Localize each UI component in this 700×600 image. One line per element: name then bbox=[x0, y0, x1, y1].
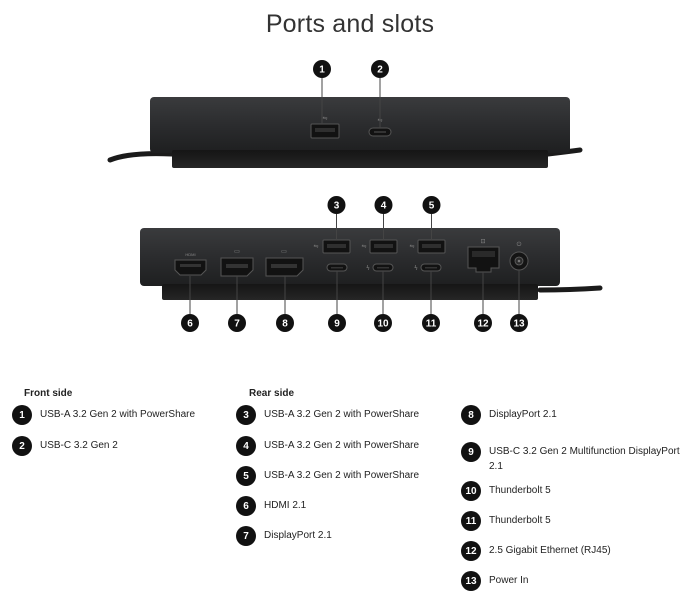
dock-illustration: ⇋ ⇋ 1 2 HDMI ▭ bbox=[107, 60, 603, 332]
legend-number-badge: 7 bbox=[236, 526, 256, 546]
legend-item: 11 Thunderbolt 5 bbox=[461, 511, 689, 531]
legend-label: USB-A 3.2 Gen 2 with PowerShare bbox=[264, 470, 420, 481]
front-dock-base bbox=[172, 150, 548, 168]
callout-badge: 13 bbox=[510, 314, 528, 332]
front-usb-a-port: ⇋ bbox=[310, 115, 340, 139]
legend-number-badge: 9 bbox=[461, 442, 481, 462]
ss-mark: ⇋ bbox=[313, 243, 318, 250]
rear-side-heading: Rear side bbox=[249, 388, 295, 399]
displayport-port: ▭ bbox=[220, 249, 254, 277]
legend-number-badge: 1 bbox=[12, 405, 32, 425]
legend-label: USB-C 3.2 Gen 2 bbox=[40, 440, 118, 451]
rear-usb-c-port bbox=[326, 263, 348, 272]
svg-text:12: 12 bbox=[477, 319, 489, 330]
power-port: ⏻ bbox=[509, 241, 529, 271]
hdmi-mark: HDMI bbox=[185, 252, 195, 257]
front-dock-body bbox=[150, 97, 570, 153]
legend-number-badge: 8 bbox=[461, 405, 481, 425]
svg-text:13: 13 bbox=[513, 319, 525, 330]
front-cable bbox=[107, 151, 175, 163]
legend-number-badge: 2 bbox=[12, 436, 32, 456]
callout-badge: 12 bbox=[474, 314, 492, 332]
svg-text:8: 8 bbox=[282, 319, 288, 330]
rear-view: HDMI ▭ ▭ ⇋ ⇋ ⇋ bbox=[140, 196, 603, 332]
legend-item: 3 USB-A 3.2 Gen 2 with PowerShare bbox=[236, 405, 454, 425]
legend-number-badge: 6 bbox=[236, 496, 256, 516]
legend-item: 4 USB-A 3.2 Gen 2 with PowerShare bbox=[236, 436, 454, 456]
callout-badge: 1 bbox=[313, 60, 331, 78]
ss-mark: ⇋ bbox=[322, 115, 327, 122]
legend-item: 12 2.5 Gigabit Ethernet (RJ45) bbox=[461, 541, 689, 561]
ss-mark: ⇋ bbox=[361, 243, 366, 250]
power-mark: ⏻ bbox=[517, 241, 522, 248]
rear-dock-base bbox=[162, 284, 538, 300]
legend-item: 5 USB-A 3.2 Gen 2 with PowerShare bbox=[236, 466, 454, 486]
svg-text:9: 9 bbox=[334, 319, 340, 330]
legend-item: 2 USB-C 3.2 Gen 2 bbox=[12, 436, 230, 456]
legend-number-badge: 13 bbox=[461, 571, 481, 591]
svg-text:3: 3 bbox=[334, 201, 340, 212]
legend-label: Thunderbolt 5 bbox=[489, 485, 551, 496]
callout-badge: 5 bbox=[422, 196, 441, 214]
hdmi-port: HDMI bbox=[174, 252, 207, 276]
legend-label: 2.5 Gigabit Ethernet (RJ45) bbox=[489, 545, 611, 556]
displayport-port: ▭ bbox=[265, 249, 304, 277]
svg-text:11: 11 bbox=[426, 319, 437, 330]
svg-text:10: 10 bbox=[377, 319, 389, 330]
legend-item: 1 USB-A 3.2 Gen 2 with PowerShare bbox=[12, 405, 230, 425]
svg-text:4: 4 bbox=[381, 201, 387, 212]
callout-badge: 6 bbox=[181, 314, 199, 332]
network-mark: ⊡ bbox=[480, 239, 485, 245]
legend-label: USB-C 3.2 Gen 2 Multifunction DisplayPor… bbox=[489, 446, 680, 472]
callout-badge: 8 bbox=[276, 314, 294, 332]
ss-mark: ⇋ bbox=[409, 243, 414, 250]
svg-text:5: 5 bbox=[429, 201, 435, 212]
dp-mark: ▭ bbox=[281, 249, 287, 255]
legend-item: 8 DisplayPort 2.1 bbox=[461, 405, 689, 425]
lightning-icon: ϟ bbox=[414, 265, 418, 272]
svg-text:2: 2 bbox=[377, 65, 383, 76]
dp-mark: ▭ bbox=[234, 249, 240, 255]
legend-number-badge: 11 bbox=[461, 511, 481, 531]
rear-usb-a-port: ⇋ bbox=[409, 239, 446, 254]
legend-number-badge: 3 bbox=[236, 405, 256, 425]
svg-text:1: 1 bbox=[319, 65, 325, 76]
legend-number-badge: 4 bbox=[236, 436, 256, 456]
legend-label: Power In bbox=[489, 575, 529, 586]
legend-item: 7 DisplayPort 2.1 bbox=[236, 526, 454, 546]
svg-text:7: 7 bbox=[234, 319, 240, 330]
legend-number-badge: 12 bbox=[461, 541, 481, 561]
callout-badge: 4 bbox=[374, 196, 393, 214]
legend-label: USB-A 3.2 Gen 2 with PowerShare bbox=[264, 409, 420, 420]
legend-number-badge: 10 bbox=[461, 481, 481, 501]
svg-text:6: 6 bbox=[187, 319, 193, 330]
page-title: Ports and slots bbox=[265, 10, 435, 38]
callout-badge: 9 bbox=[328, 314, 346, 332]
legend-label: USB-A 3.2 Gen 2 with PowerShare bbox=[264, 440, 420, 451]
lightning-icon: ϟ bbox=[366, 265, 370, 272]
callout-badge: 7 bbox=[228, 314, 246, 332]
legend-label: DisplayPort 2.1 bbox=[489, 409, 557, 420]
legend-label: HDMI 2.1 bbox=[264, 500, 307, 511]
legend-item: 13 Power In bbox=[461, 571, 689, 591]
front-view: ⇋ ⇋ 1 2 bbox=[107, 60, 583, 168]
front-side-heading: Front side bbox=[24, 388, 73, 399]
legend-item: 10 Thunderbolt 5 bbox=[461, 481, 689, 501]
callout-badge: 2 bbox=[371, 60, 389, 78]
legend-label: DisplayPort 2.1 bbox=[264, 530, 332, 541]
legend-item: 9 USB-C 3.2 Gen 2 Multifunction DisplayPo… bbox=[461, 442, 689, 474]
thunderbolt-port: ϟ bbox=[414, 263, 442, 272]
callout-badge: 10 bbox=[374, 314, 392, 332]
legend-number-badge: 5 bbox=[236, 466, 256, 486]
legend-item: 6 HDMI 2.1 bbox=[236, 496, 454, 516]
callout-badge: 11 bbox=[422, 314, 440, 332]
legend-label: Thunderbolt 5 bbox=[489, 515, 551, 526]
legend-label: USB-A 3.2 Gen 2 with PowerShare bbox=[40, 409, 196, 420]
ethernet-port: ⊡ bbox=[467, 239, 500, 273]
rear-cable bbox=[537, 285, 603, 293]
callout-badge: 3 bbox=[327, 196, 346, 214]
